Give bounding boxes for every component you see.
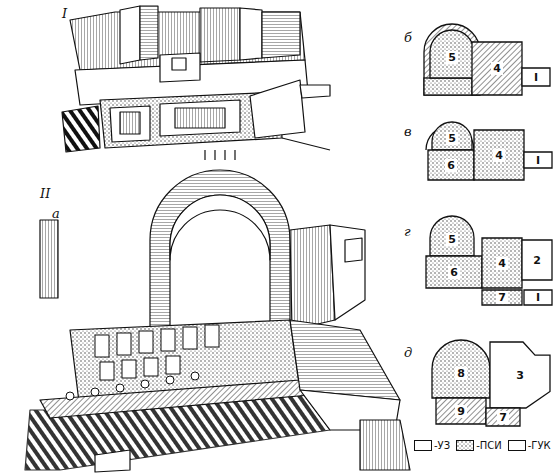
zone-number: 7 [497, 411, 509, 424]
plan-zone: I [522, 68, 550, 86]
zone-number: I [534, 154, 542, 167]
legend-swatch [414, 440, 432, 451]
zone-number: I [534, 291, 542, 304]
figure-letter: б [404, 30, 412, 45]
plan-zone: 5 [430, 30, 474, 78]
zone-number: 9 [455, 405, 467, 418]
legend-swatch [456, 440, 474, 451]
plan-zone: 9 [436, 398, 486, 424]
plan-zone: 3 [490, 342, 550, 408]
zone-number: 5 [446, 233, 458, 246]
zone-number: 4 [491, 62, 503, 75]
plan-zone: 4 [474, 130, 524, 180]
zone-number: 6 [448, 266, 460, 279]
zone-number: 3 [514, 369, 526, 382]
zone-number: 8 [455, 367, 467, 380]
plan-zone: 7 [482, 290, 522, 305]
figure-letter: II [40, 186, 50, 201]
legend-swatch [508, 440, 526, 451]
plan-zone: 4 [472, 42, 522, 95]
plan-zone: 5 [432, 122, 472, 150]
zone-number: 2 [531, 254, 543, 267]
dotted-sample [457, 441, 473, 450]
plan-zone: 7 [486, 408, 520, 426]
plan-zone: 5 [430, 216, 474, 256]
plan-zone: I [524, 290, 552, 305]
zone-number: 5 [446, 51, 458, 64]
legend-text: -ПСИ [476, 440, 502, 452]
plan-zone: 6 [428, 150, 474, 180]
plan-zone: I [524, 152, 552, 168]
zone-number: 4 [496, 257, 508, 270]
figure-letter: д [404, 345, 412, 360]
zone-number: I [532, 71, 540, 84]
plan-zone: 4 [482, 238, 522, 288]
plan-zone: 6 [426, 256, 482, 288]
legend-text: -ГУК [528, 440, 551, 452]
zone-number: 5 [446, 132, 458, 145]
zone-number: 7 [496, 291, 508, 304]
figure-letter: в [404, 124, 412, 139]
zone-number: 6 [445, 159, 457, 172]
figure-letter: I [62, 6, 67, 21]
figure-letter: а [52, 206, 60, 221]
figure-letter: г [404, 224, 411, 239]
plan-zone: 2 [522, 240, 552, 280]
plan-zone: 8 [432, 340, 490, 398]
zone-number: 4 [493, 149, 505, 162]
legend-text: -УЗ [434, 440, 450, 452]
